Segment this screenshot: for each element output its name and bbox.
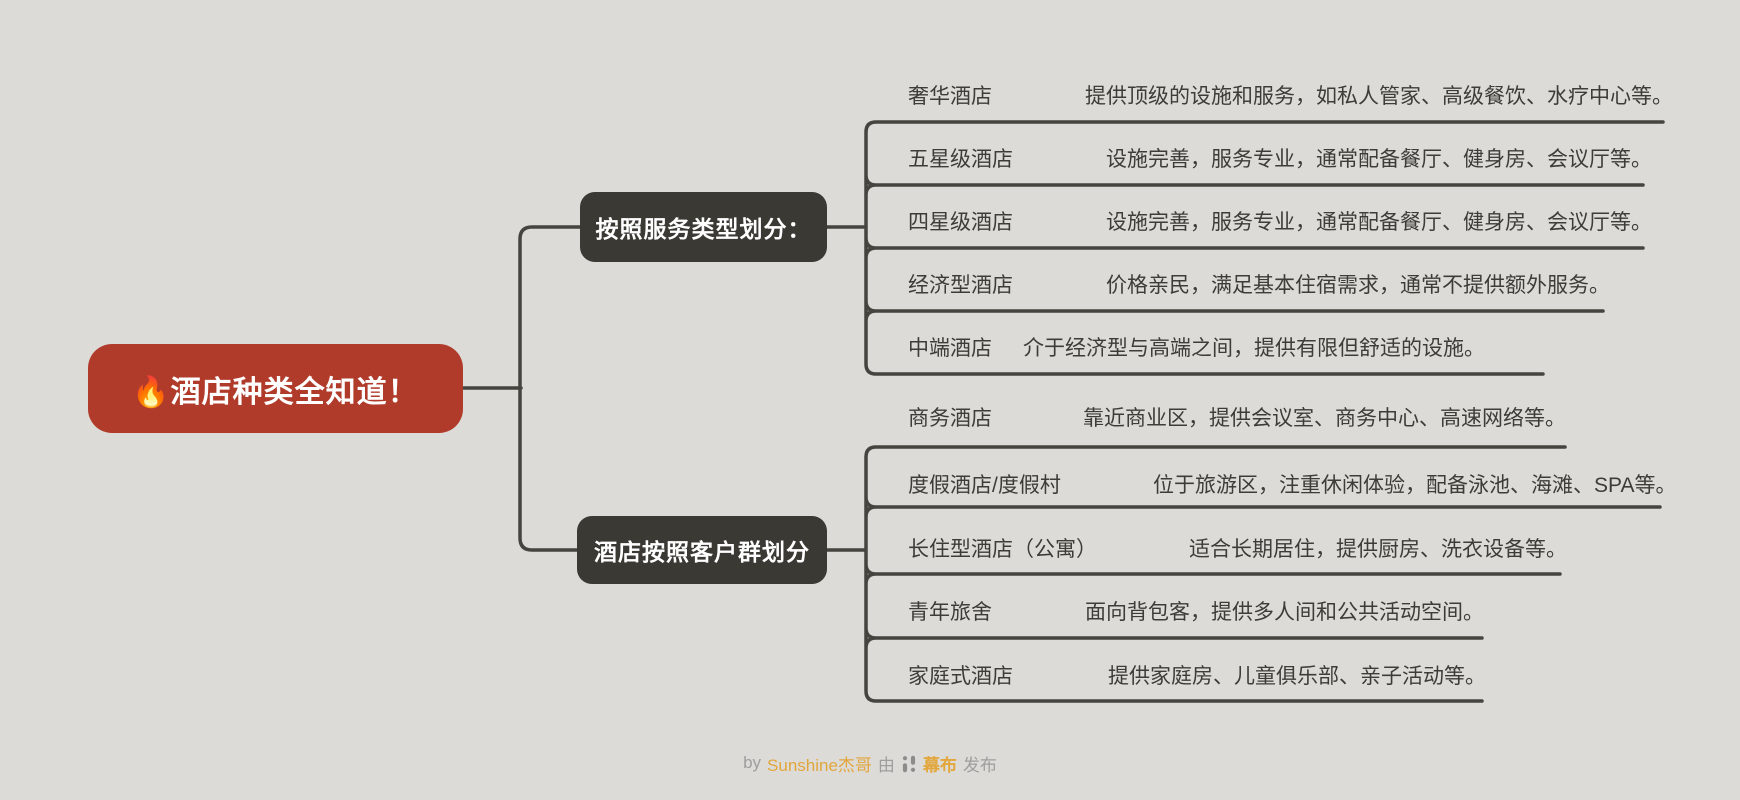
leaf-node-description[interactable]: 设施完善，服务专业，通常配备餐厅、健身房、会议厅等。 bbox=[1106, 148, 1652, 171]
leaf-node-description[interactable]: 位于旅游区，注重休闲体验，配备泳池、海滩、SPA等。 bbox=[1153, 474, 1677, 497]
leaf-node-description[interactable]: 面向背包客，提供多人间和公共活动空间。 bbox=[1085, 601, 1484, 624]
leaf-node-label[interactable]: 青年旅舍 bbox=[908, 601, 992, 624]
leaf-row: 四星级酒店 设施完善，服务专业，通常配备餐厅、健身房、会议厅等。 bbox=[0, 207, 1740, 239]
leaf-node-label[interactable]: 中端酒店 bbox=[908, 337, 992, 360]
leaf-node-description[interactable]: 介于经济型与高端之间，提供有限但舒适的设施。 bbox=[1023, 337, 1485, 360]
leaf-node-description[interactable]: 提供顶级的设施和服务，如私人管家、高级餐饮、水疗中心等。 bbox=[1085, 85, 1673, 108]
footer-via-text: 由 bbox=[877, 755, 895, 775]
leaf-node-description[interactable]: 价格亲民，满足基本住宿需求，通常不提供额外服务。 bbox=[1106, 274, 1610, 297]
connector-branch-customers bbox=[825, 445, 1662, 703]
leaf-node-label[interactable]: 奢华酒店 bbox=[908, 85, 992, 108]
leaf-node-label[interactable]: 家庭式酒店 bbox=[908, 665, 1013, 688]
branch-node-label: 酒店按照客户群划分 bbox=[594, 539, 810, 565]
leaf-node-description[interactable]: 靠近商业区，提供会议室、商务中心、高速网络等。 bbox=[1083, 407, 1566, 430]
footer-brand-link[interactable]: 幕布 bbox=[922, 755, 957, 775]
footer-author-link[interactable]: Sunshine杰哥 bbox=[767, 755, 872, 775]
connector-root bbox=[461, 225, 582, 552]
leaf-node-description[interactable]: 适合长期居住，提供厨房、洗衣设备等。 bbox=[1189, 538, 1567, 561]
leaf-row: 商务酒店 靠近商业区，提供会议室、商务中心、高速网络等。 bbox=[0, 403, 1740, 435]
leaf-node-description[interactable]: 设施完善，服务专业，通常配备餐厅、健身房、会议厅等。 bbox=[1106, 211, 1652, 234]
leaf-row: 五星级酒店 设施完善，服务专业，通常配备餐厅、健身房、会议厅等。 bbox=[0, 144, 1740, 176]
root-node[interactable]: 🔥酒店种类全知道！ bbox=[88, 344, 463, 433]
footer-by-text: by bbox=[743, 753, 762, 772]
leaf-node-label[interactable]: 度假酒店/度假村 bbox=[908, 474, 1061, 497]
footer-publish-text: 发布 bbox=[962, 755, 997, 775]
leaf-node-label[interactable]: 四星级酒店 bbox=[908, 211, 1013, 234]
leaf-node-description[interactable]: 提供家庭房、儿童俱乐部、亲子活动等。 bbox=[1108, 665, 1486, 688]
branch-node-label: 按照服务类型划分： bbox=[595, 216, 812, 242]
leaf-row: 长住型酒店（公寓） 适合长期居住，提供厨房、洗衣设备等。 bbox=[0, 534, 1740, 566]
leaf-row: 度假酒店/度假村 位于旅游区，注重休闲体验，配备泳池、海滩、SPA等。 bbox=[0, 470, 1740, 502]
leaf-row: 青年旅舍 面向背包客，提供多人间和公共活动空间。 bbox=[0, 597, 1740, 629]
leaf-node-label[interactable]: 经济型酒店 bbox=[908, 274, 1013, 297]
leaf-row: 家庭式酒店 提供家庭房、儿童俱乐部、亲子活动等。 bbox=[0, 661, 1740, 693]
branch-node-service-type[interactable]: 按照服务类型划分： bbox=[580, 192, 827, 262]
leaf-row: 经济型酒店 价格亲民，满足基本住宿需求，通常不提供额外服务。 bbox=[0, 270, 1740, 302]
leaf-node-label[interactable]: 长住型酒店（公寓） bbox=[908, 538, 1097, 561]
footer-attribution: by Sunshine杰哥 由 幕布 发布 bbox=[0, 748, 1740, 778]
mubu-logo-icon bbox=[902, 755, 916, 773]
leaf-node-label[interactable]: 商务酒店 bbox=[908, 407, 992, 430]
leaf-row: 奢华酒店 提供顶级的设施和服务，如私人管家、高级餐饮、水疗中心等。 bbox=[0, 81, 1740, 113]
branch-node-customer-group[interactable]: 酒店按照客户群划分 bbox=[577, 516, 827, 584]
root-node-label: 🔥酒店种类全知道！ bbox=[132, 375, 419, 409]
connector-branch-services bbox=[825, 120, 1665, 376]
leaf-row: 中端酒店 介于经济型与高端之间，提供有限但舒适的设施。 bbox=[0, 333, 1740, 365]
leaf-node-label[interactable]: 五星级酒店 bbox=[908, 148, 1013, 171]
